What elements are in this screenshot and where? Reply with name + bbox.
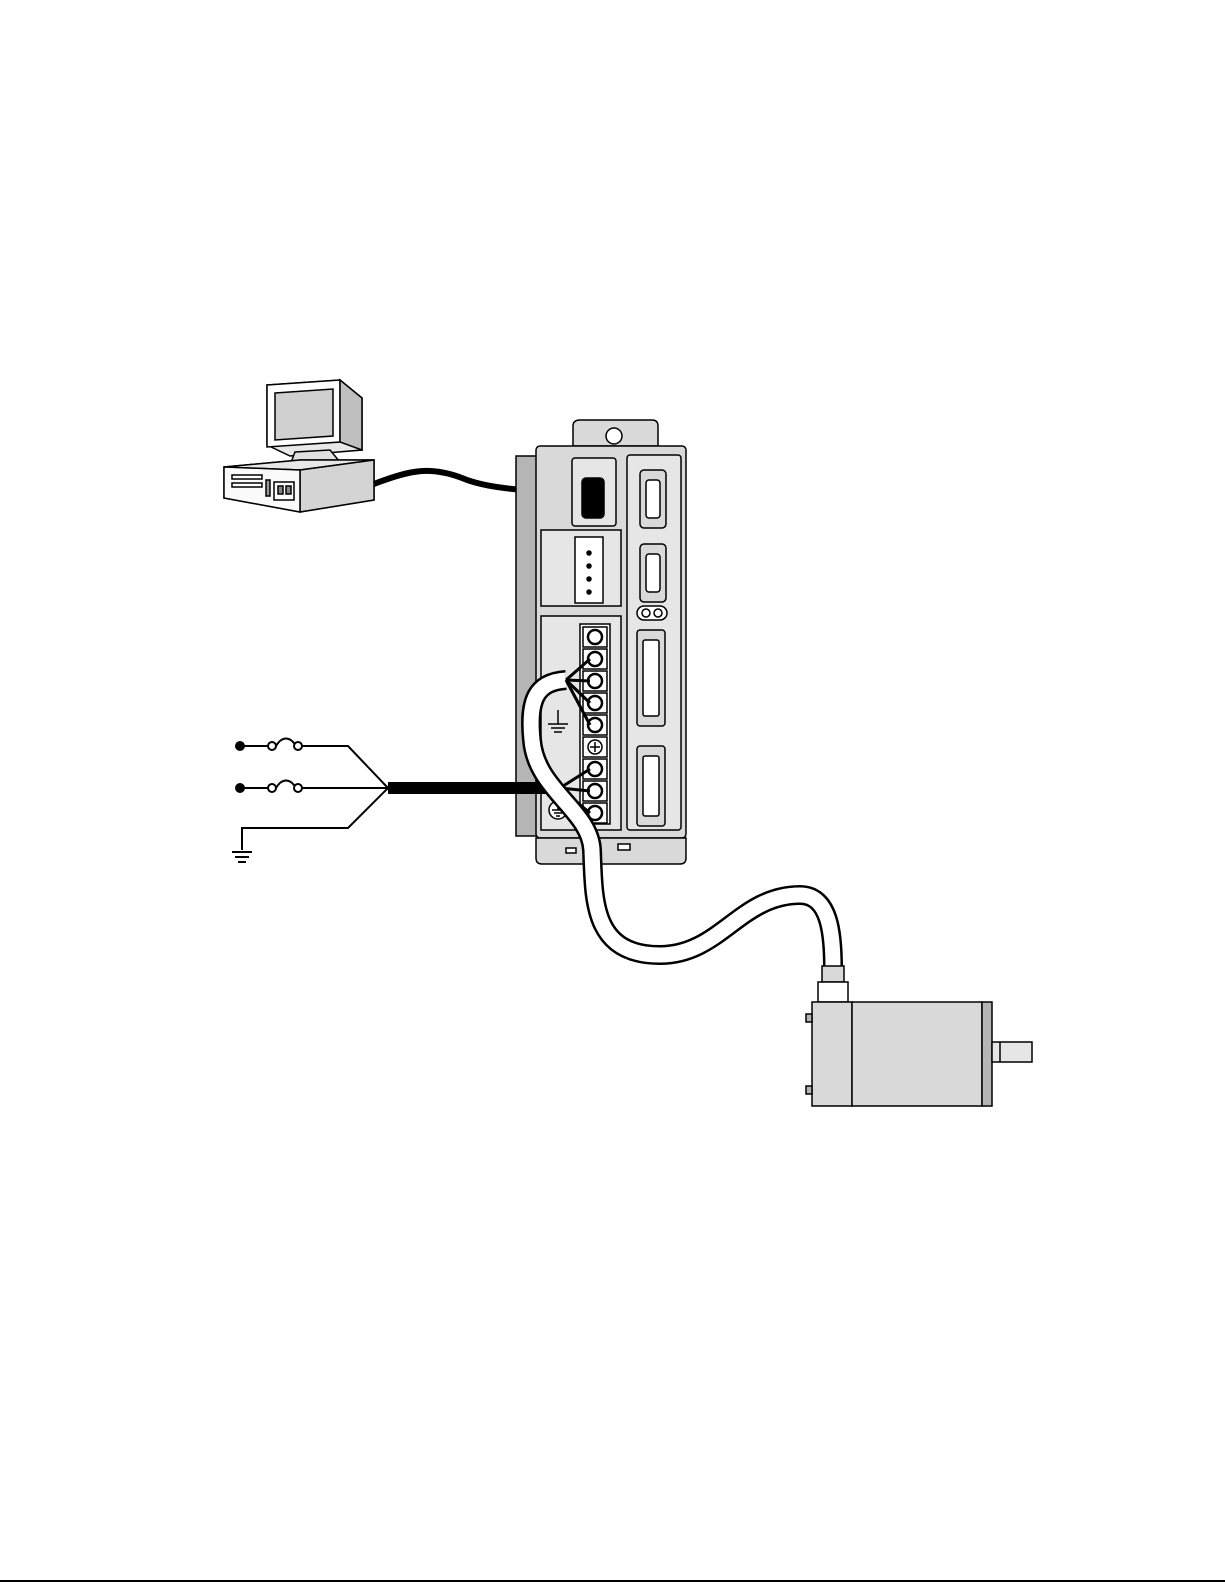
servo-drive-icon — [516, 420, 686, 864]
servo-motor-icon — [806, 966, 1032, 1106]
personal-computer-icon — [224, 380, 374, 512]
ac-power-input-icon — [232, 739, 388, 863]
footer-rule — [0, 1580, 1225, 1582]
